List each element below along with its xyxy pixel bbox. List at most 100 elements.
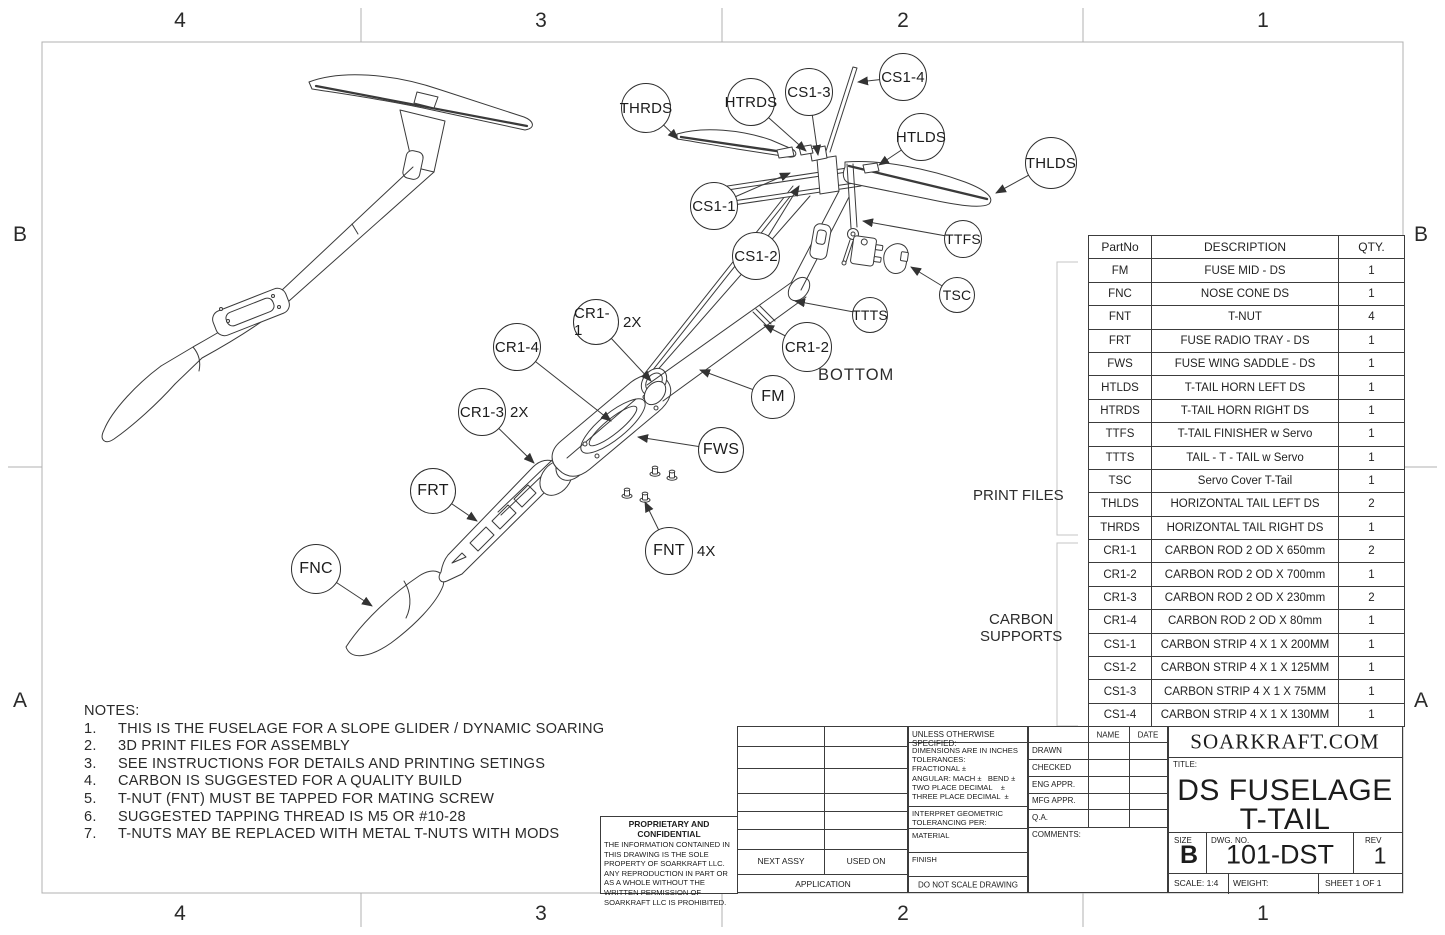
approval-row-mfg-appr: MFG APPR. bbox=[1032, 796, 1076, 805]
cell-desc: FUSE RADIO TRAY - DS bbox=[1152, 329, 1339, 353]
callout-ttts: TTTS bbox=[852, 297, 888, 333]
cell-qty: 1 bbox=[1339, 633, 1405, 658]
note-item: 1.THIS IS THE FUSELAGE FOR A SLOPE GLIDE… bbox=[84, 721, 604, 739]
interpret-line1: INTERPRET GEOMETRIC bbox=[912, 809, 1003, 818]
note-item: 4.CARBON IS SUGGESTED FOR A QUALITY BUIL… bbox=[84, 773, 604, 791]
cell-part: CS1-4 bbox=[1089, 703, 1152, 728]
note-text: T-NUTS MAY BE REPLACED WITH METAL T-NUTS… bbox=[118, 826, 560, 843]
cell-qty: 1 bbox=[1339, 423, 1405, 447]
callout-thrds: THRDS bbox=[620, 83, 672, 133]
approval-row-eng-appr: ENG APPR. bbox=[1032, 780, 1076, 789]
proprietary-title: PROPRIETARY AND CONFIDENTIAL bbox=[628, 819, 710, 839]
dwg-no-label: DWG. NO. bbox=[1211, 836, 1250, 845]
cell-desc: Servo Cover T-Tail bbox=[1152, 469, 1339, 494]
zone-col-bottom-1: 1 bbox=[1257, 902, 1269, 925]
note-item: 7.T-NUTS MAY BE REPLACED WITH METAL T-NU… bbox=[84, 826, 604, 844]
cell-desc: CARBON ROD 2 OD X 650mm bbox=[1152, 540, 1339, 564]
callout-cs1-4: CS1-4 bbox=[879, 53, 927, 101]
note-text: 3D PRINT FILES FOR ASSEMBLY bbox=[118, 738, 350, 755]
cell-part: FM bbox=[1089, 259, 1152, 283]
note-number: 2. bbox=[84, 738, 97, 755]
carbon-supports-line1: CARBON bbox=[989, 611, 1054, 628]
callout-fws: FWS bbox=[698, 427, 744, 473]
note-number: 4. bbox=[84, 773, 97, 790]
zone-row-right-b: B bbox=[1413, 223, 1429, 246]
spec-line: TOLERANCES: bbox=[912, 755, 966, 765]
size-value: B bbox=[1180, 841, 1199, 869]
zone-col-top-2: 2 bbox=[897, 9, 909, 32]
col-header-qty: QTY. bbox=[1339, 236, 1405, 260]
note-number: 5. bbox=[84, 790, 97, 807]
approval-row-qa: Q.A. bbox=[1032, 813, 1049, 822]
cell-desc: T-NUT bbox=[1152, 306, 1339, 330]
drawing-title-line2: T-TAIL bbox=[1239, 803, 1331, 836]
cell-desc: T-TAIL FINISHER w Servo bbox=[1152, 423, 1339, 447]
cell-desc: CARBON ROD 2 OD X 700mm bbox=[1152, 563, 1339, 587]
note-item: 2. 3D PRINT FILES FOR ASSEMBLY bbox=[84, 738, 604, 756]
cell-qty: 2 bbox=[1339, 586, 1405, 611]
cell-desc: FUSE WING SADDLE - DS bbox=[1152, 352, 1339, 377]
col-header-description: DESCRIPTION bbox=[1152, 236, 1339, 260]
comments-label: COMMENTS: bbox=[1032, 830, 1081, 839]
cell-part: CR1-3 bbox=[1089, 586, 1152, 611]
print-files-label: PRINT FILES bbox=[973, 487, 1064, 504]
finish-label: FINISH bbox=[912, 855, 937, 864]
cell-qty: 4 bbox=[1339, 306, 1405, 330]
callout-htrds: HTRDS bbox=[725, 78, 777, 126]
cell-desc: CARBON STRIP 4 X 1 X 75MM bbox=[1152, 680, 1339, 704]
note-text: T-NUT (FNT) MUST BE TAPPED FOR MATING SC… bbox=[118, 790, 495, 807]
cell-qty: 1 bbox=[1339, 329, 1405, 353]
used-on-label: USED ON bbox=[846, 856, 886, 866]
size-label: SIZE bbox=[1174, 836, 1192, 845]
callout-fnc: FNC bbox=[291, 544, 341, 594]
cell-qty: 1 bbox=[1339, 376, 1405, 400]
interpret-line2: TOLERANCING PER: bbox=[912, 818, 987, 828]
drawing-title-line1: DS FUSELAGE bbox=[1177, 774, 1393, 807]
t-nuts bbox=[621, 465, 678, 503]
col-header-partno: PartNo bbox=[1089, 236, 1152, 260]
zone-row-right-a: A bbox=[1413, 689, 1429, 712]
cell-desc: HORIZONTAL TAIL LEFT DS bbox=[1152, 493, 1339, 517]
callout-htlds: HTLDS bbox=[896, 113, 946, 161]
cell-part: HTRDS bbox=[1089, 399, 1152, 424]
note-text: SUGGESTED TAPPING THREAD IS M5 OR #10-28 bbox=[118, 808, 466, 825]
assembled-view bbox=[101, 74, 533, 443]
cell-part: CR1-1 bbox=[1089, 540, 1152, 564]
sheet-value: SHEET 1 OF 1 bbox=[1325, 878, 1382, 888]
zone-col-bottom-2: 2 bbox=[897, 902, 909, 925]
dwg-no-value: 101-DST bbox=[1225, 839, 1335, 870]
cell-qty: 2 bbox=[1339, 493, 1405, 517]
cell-desc: NOSE CONE DS bbox=[1152, 282, 1339, 307]
rev-label: REV bbox=[1365, 836, 1382, 845]
proprietary-body: THE INFORMATION CONTAINED IN THIS DRAWIN… bbox=[604, 840, 730, 907]
cell-part: TSC bbox=[1089, 469, 1152, 494]
cell-desc: FUSE MID - DS bbox=[1152, 259, 1339, 283]
callout-cr1-1-qty: 2X bbox=[623, 314, 642, 331]
callout-cs1-2: CS1-2 bbox=[732, 232, 780, 280]
cell-desc: CARBON ROD 2 OD X 230mm bbox=[1152, 586, 1339, 611]
zone-col-bottom-3: 3 bbox=[535, 902, 547, 925]
zone-col-top-3: 3 bbox=[535, 9, 547, 32]
cell-part: FNC bbox=[1089, 282, 1152, 307]
zone-col-top-4: 4 bbox=[174, 9, 186, 32]
cell-desc: T-TAIL HORN RIGHT DS bbox=[1152, 399, 1339, 424]
cell-desc: CARBON STRIP 4 X 1 X 130MM bbox=[1152, 703, 1339, 728]
callout-tsc: TSC bbox=[939, 277, 975, 313]
approvals-grid: NAME DATE DRAWN CHECKED ENG APPR. MFG AP… bbox=[1028, 726, 1168, 893]
cell-desc: CARBON ROD 2 OD X 80mm bbox=[1152, 610, 1339, 634]
cell-part: THRDS bbox=[1089, 516, 1152, 541]
next-assy-label: NEXT ASSY bbox=[757, 856, 805, 866]
spec-line: FRACTIONAL ± bbox=[912, 764, 967, 774]
spec-line: ANGULAR: MACH ± BEND ± bbox=[912, 773, 1016, 783]
spec-line: THREE PLACE DECIMAL ± bbox=[912, 792, 1009, 802]
callout-thlds: THLDS bbox=[1025, 137, 1077, 189]
company-name: SOARKRAFT.COM bbox=[1190, 729, 1380, 754]
note-number: 6. bbox=[84, 808, 97, 825]
name-column-header: NAME bbox=[1096, 730, 1120, 740]
approval-row-checked: CHECKED bbox=[1032, 763, 1072, 772]
spec-line: DIMENSIONS ARE IN INCHES bbox=[912, 746, 1018, 755]
application-label: APPLICATION bbox=[795, 879, 851, 889]
title-label: TITLE: bbox=[1173, 760, 1198, 769]
cell-qty: 1 bbox=[1339, 516, 1405, 541]
cell-part: HTLDS bbox=[1089, 376, 1152, 400]
